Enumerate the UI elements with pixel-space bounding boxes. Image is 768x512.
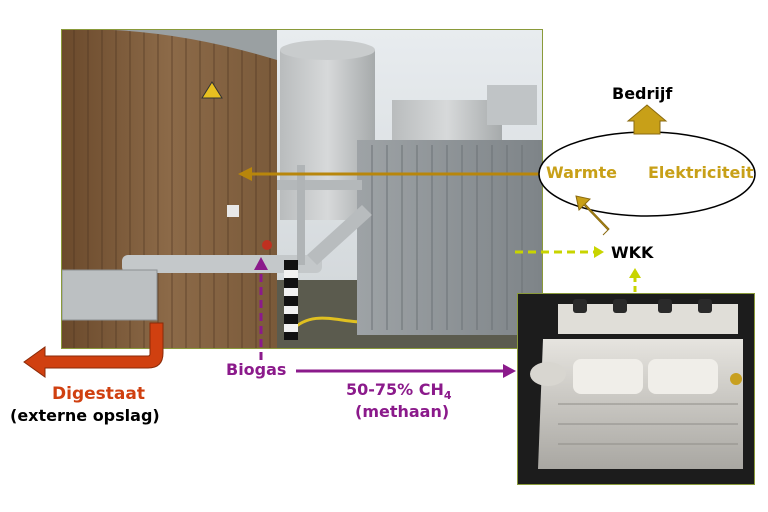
label-ch4: 50-75% CH4 [346,380,452,402]
label-digestaat: Digestaat [52,384,145,404]
label-warmte: Warmte [546,163,617,182]
label-digestaat-text: Digestaat [52,384,145,404]
label-ch4-subscript: 4 [443,389,452,403]
label-ch4-text: 50-75% CH [346,380,444,399]
label-wkk: WKK [611,243,654,262]
label-bedrijf: Bedrijf [612,84,673,103]
biogas-installation-photo [61,29,543,349]
heat-return-arrowhead [238,167,252,181]
label-methaan: (methaan) [355,402,450,421]
chp-engine-photo [517,293,755,485]
label-biogas: Biogas [226,360,287,379]
wkk-to-warmte-arrow [575,195,610,236]
label-elektriciteit: Elektriciteit [648,163,754,182]
digestaat-arrow [23,322,164,378]
bedrijf-up-arrow [626,104,668,135]
label-externe-opslag: (externe opslag) [10,406,160,425]
